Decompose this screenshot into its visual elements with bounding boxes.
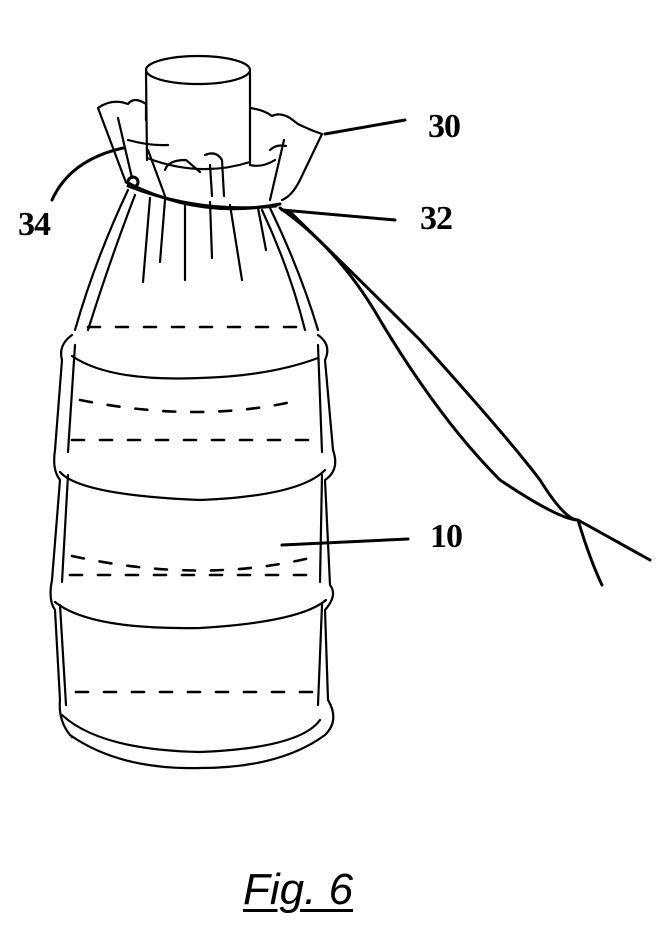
label-eyelet: 34 — [18, 206, 51, 243]
bag-ruffle — [96, 98, 324, 202]
stitch-lines — [68, 325, 322, 739]
label-drawstring: 32 — [420, 200, 453, 237]
drawstring-tails — [278, 206, 652, 587]
bag-body — [49, 333, 337, 770]
leader-lines — [50, 118, 410, 547]
bottle-cap — [144, 54, 252, 171]
label-bag-top: 30 — [428, 108, 461, 145]
bag-pleats — [73, 188, 320, 332]
figure-caption: Fig. 6 — [243, 865, 354, 914]
label-bag: 10 — [430, 518, 463, 555]
